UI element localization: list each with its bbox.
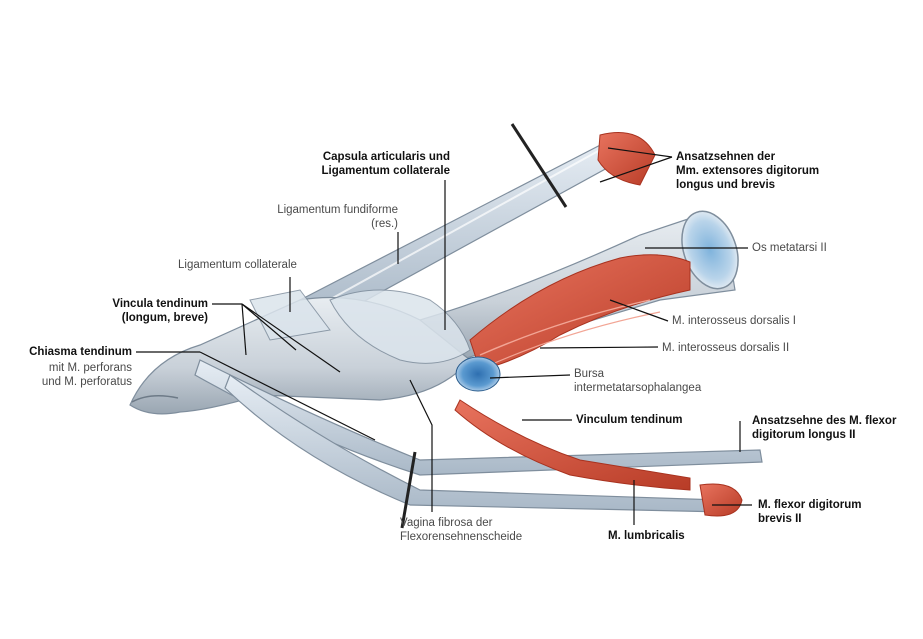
label-interosseus-dorsalis-i: M. interosseus dorsalis I	[672, 315, 796, 327]
lumbricalis-muscle	[454, 399, 691, 491]
label-lig-collaterale: Ligamentum collaterale	[178, 259, 297, 271]
label-os-metatarsi: Os metatarsi II	[752, 242, 827, 254]
label-vagina-fibrosa: Vagina fibrosa der Flexorensehnenscheide	[400, 517, 523, 543]
flexor-tendons	[194, 359, 763, 529]
interosseus-muscles	[469, 254, 691, 371]
label-chiasma-sub: mit M. perforans und M. perforatus	[41, 362, 132, 388]
label-interosseus-dorsalis-ii: M. interosseus dorsalis II	[662, 342, 790, 354]
label-capsula: Capsula articularis und Ligamentum colla…	[321, 151, 450, 177]
label-lig-fundiforme: Ligamentum fundiforme (res.)	[277, 204, 398, 230]
label-vincula-tendinum: Vincula tendinum (longum, breve)	[112, 298, 208, 324]
extensor-tendons	[298, 123, 656, 321]
bursa-intermetatarsophalangea	[455, 356, 501, 392]
label-chiasma-tendinum: Chiasma tendinum	[29, 346, 132, 358]
label-ansatzsehnen-extensores: Ansatzsehnen der Mm. extensores digitoru…	[676, 151, 820, 191]
needle-probe	[510, 123, 568, 208]
label-flexor-digitorum-brevis: M. flexor digitorum brevis II	[758, 499, 862, 525]
label-bursa: Bursa intermetatarsophalangea	[574, 368, 702, 394]
leader-lines	[136, 147, 752, 525]
needle-probe-2	[400, 451, 417, 529]
label-ansatzsehne-flexor: Ansatzsehne des M. flexor digitorum long…	[752, 415, 897, 441]
label-vinculum-tendinum: Vinculum tendinum	[576, 414, 683, 426]
label-lumbricalis: M. lumbricalis	[608, 530, 685, 542]
